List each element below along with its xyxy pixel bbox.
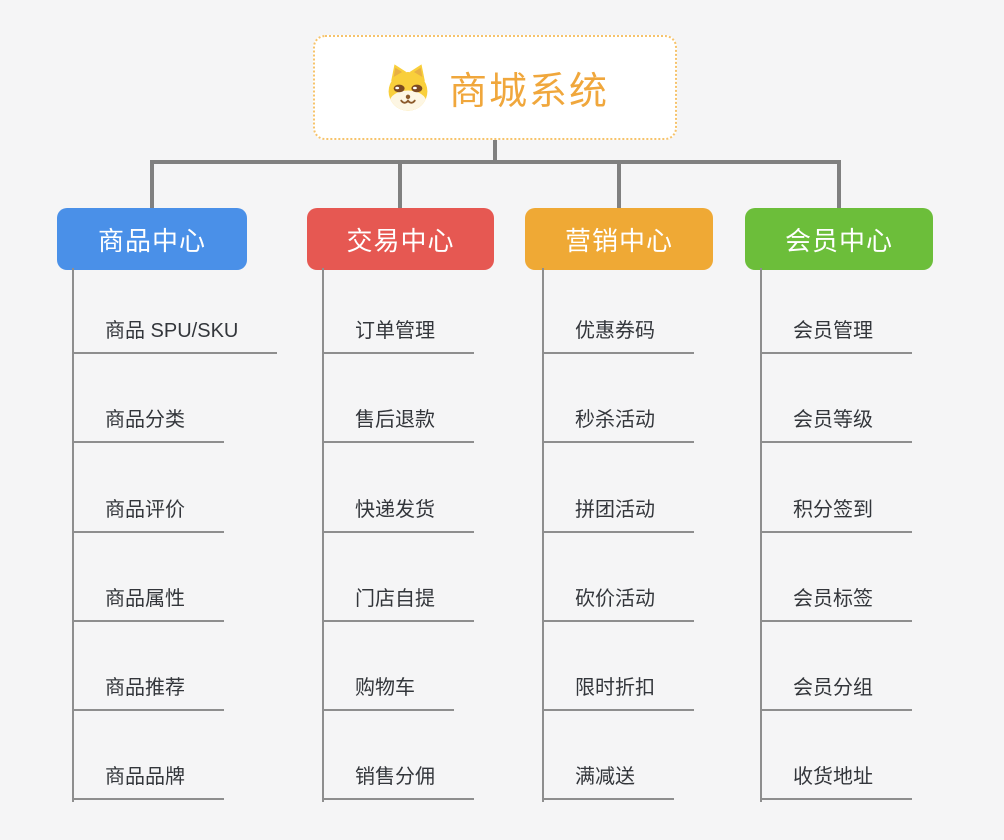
child-node-2-5[interactable]: 满减送: [542, 764, 674, 800]
dog-icon: [388, 63, 428, 111]
child-node-3-0[interactable]: 会员管理: [760, 318, 912, 354]
root-node[interactable]: 商城系统: [313, 35, 677, 140]
connector-drop-1: [150, 160, 154, 208]
connector-bus: [150, 160, 841, 164]
child-node-0-3[interactable]: 商品属性: [72, 586, 224, 622]
child-node-0-2[interactable]: 商品评价: [72, 497, 224, 533]
connector-drop-4: [837, 160, 841, 208]
child-node-1-4[interactable]: 购物车: [322, 675, 454, 711]
branch-trunk-4: [760, 268, 762, 802]
child-node-0-5[interactable]: 商品品牌: [72, 764, 224, 800]
child-node-1-2[interactable]: 快递发货: [322, 497, 474, 533]
branch-trunk-3: [542, 268, 544, 802]
child-node-3-5[interactable]: 收货地址: [760, 764, 912, 800]
child-node-3-1[interactable]: 会员等级: [760, 407, 912, 443]
child-node-1-5[interactable]: 销售分佣: [322, 764, 474, 800]
child-node-1-1[interactable]: 售后退款: [322, 407, 474, 443]
child-node-0-4[interactable]: 商品推荐: [72, 675, 224, 711]
branch-marketing-center[interactable]: 营销中心: [525, 208, 713, 270]
branch-trade-center[interactable]: 交易中心: [307, 208, 494, 270]
connector-drop-3: [617, 160, 621, 208]
branch-goods-center[interactable]: 商品中心: [57, 208, 247, 270]
connector-drop-2: [398, 160, 402, 208]
root-title: 商城系统: [448, 71, 609, 113]
child-node-0-1[interactable]: 商品分类: [72, 407, 224, 443]
child-node-3-3[interactable]: 会员标签: [760, 586, 912, 622]
child-node-2-4[interactable]: 限时折扣: [542, 675, 694, 711]
root-connector-stub: [493, 139, 497, 162]
child-node-3-4[interactable]: 会员分组: [760, 675, 912, 711]
child-node-2-1[interactable]: 秒杀活动: [542, 407, 694, 443]
child-node-2-3[interactable]: 砍价活动: [542, 586, 694, 622]
child-node-2-0[interactable]: 优惠券码: [542, 318, 694, 354]
branch-member-center[interactable]: 会员中心: [745, 208, 933, 270]
child-node-0-0[interactable]: 商品 SPU/SKU: [72, 318, 278, 354]
branch-trunk-1: [72, 268, 74, 802]
branch-trunk-2: [322, 268, 324, 802]
child-node-1-3[interactable]: 门店自提: [322, 586, 474, 622]
child-node-3-2[interactable]: 积分签到: [760, 497, 912, 533]
child-node-1-0[interactable]: 订单管理: [322, 318, 474, 354]
child-node-2-2[interactable]: 拼团活动: [542, 497, 694, 533]
